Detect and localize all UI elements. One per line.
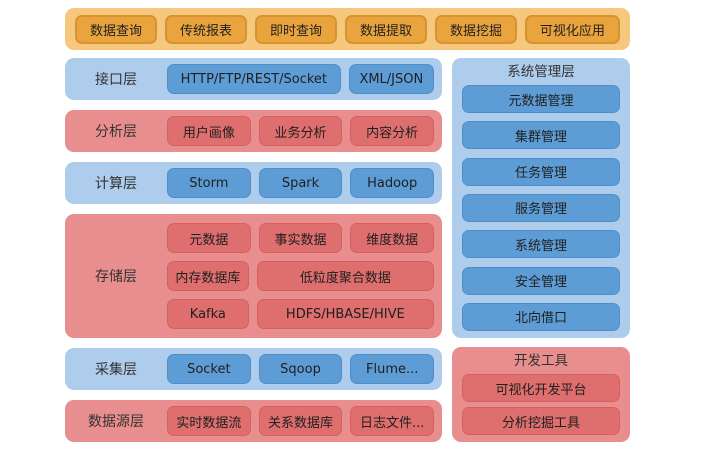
collection-layer-node-0-0: Socket <box>167 354 251 384</box>
dev-tools-panel-title: 开发工具 <box>514 353 568 369</box>
system-management-panel-node-5: 安全管理 <box>462 266 620 295</box>
system-management-panel-node-4: 系统管理 <box>462 230 620 259</box>
app-node-1: 传统报表 <box>164 14 247 44</box>
system-management-panel-node-0: 元数据管理 <box>462 85 620 113</box>
storage-layer-node-2-0: Kafka <box>167 299 249 329</box>
collection-layer-node-0-1: Sqoop <box>258 354 343 384</box>
datasource-layer-node-0-0: 实时数据流 <box>167 406 251 436</box>
datasource-layer-rows: 实时数据流关系数据库日志文件... <box>167 400 442 442</box>
storage-layer-node-1-1: 低粒度聚合数据 <box>256 261 434 291</box>
collection-layer-label: 采集层 <box>95 362 137 378</box>
dev-tools-panel-node-0: 可视化开发平台 <box>462 374 620 402</box>
app-node-2: 即时查询 <box>254 14 337 44</box>
analysis-layer-rows: 用户画像业务分析内容分析 <box>167 110 442 152</box>
storage-layer-node-2-1: HDFS/HBASE/HIVE <box>256 299 434 329</box>
analysis-layer-row-0: 用户画像业务分析内容分析 <box>167 116 435 146</box>
storage-layer-node-0-2: 维度数据 <box>350 223 435 253</box>
datasource-layer-node-0-2: 日志文件... <box>350 406 435 436</box>
system-management-panel-node-3: 服务管理 <box>462 193 620 222</box>
datasource-layer-row-0: 实时数据流关系数据库日志文件... <box>167 406 435 436</box>
computing-layer-node-0-1: Spark <box>258 168 343 198</box>
application-function-bar: 数据查询传统报表即时查询数据提取数据挖掘可视化应用 <box>65 8 630 50</box>
computing-layer-node-0-2: Hadoop <box>350 168 435 198</box>
datasource-layer: 数据源层 实时数据流关系数据库日志文件... <box>65 400 442 442</box>
system-management-panel-title: 系统管理层 <box>507 64 575 80</box>
dev-tools-panel-node-1: 分析挖掘工具 <box>462 407 620 435</box>
storage-layer-node-0-1: 事实数据 <box>258 223 343 253</box>
system-management-panel-node-2: 任务管理 <box>462 157 620 186</box>
system-management-panel-node-1: 集群管理 <box>462 121 620 150</box>
storage-layer-row-1: 内存数据库低粒度聚合数据 <box>167 261 434 291</box>
analysis-layer-node-0-0: 用户画像 <box>167 116 251 146</box>
right-panel-stack: 系统管理层元数据管理集群管理任务管理服务管理系统管理安全管理北向借口开发工具可视… <box>452 58 630 442</box>
system-management-panel-node-6: 北向借口 <box>462 302 620 331</box>
collection-layer-node-0-2: Flume... <box>350 354 435 384</box>
computing-layer-label: 计算层 <box>95 176 137 192</box>
analysis-layer-node-0-1: 业务分析 <box>258 116 343 146</box>
datasource-layer-node-0-1: 关系数据库 <box>258 406 343 436</box>
interface-layer-label: 接口层 <box>95 72 137 88</box>
analysis-layer-node-0-2: 内容分析 <box>350 116 435 146</box>
dev-tools-panel: 开发工具可视化开发平台分析挖掘工具 <box>452 347 630 442</box>
analysis-layer-label: 分析层 <box>95 124 137 140</box>
dev-tools-panel-items: 可视化开发平台分析挖掘工具 <box>462 374 620 435</box>
datasource-layer-label: 数据源层 <box>88 414 144 430</box>
app-node-5: 可视化应用 <box>524 14 620 44</box>
analysis-layer: 分析层 用户画像业务分析内容分析 <box>65 110 442 152</box>
big-data-platform-architecture-diagram: 数据查询传统报表即时查询数据提取数据挖掘可视化应用 接口层 HTTP/FTP/RE… <box>65 8 630 442</box>
app-node-0: 数据查询 <box>75 14 158 44</box>
interface-layer-node-0-1: XML/JSON <box>348 64 434 94</box>
storage-layer-label: 存储层 <box>95 269 137 285</box>
storage-layer-row-0: 元数据事实数据维度数据 <box>167 223 435 253</box>
system-management-panel: 系统管理层元数据管理集群管理任务管理服务管理系统管理安全管理北向借口 <box>452 58 630 338</box>
storage-layer-node-1-0: 内存数据库 <box>167 261 249 291</box>
system-management-panel-items: 元数据管理集群管理任务管理服务管理系统管理安全管理北向借口 <box>462 85 620 331</box>
interface-layer-node-0-0: HTTP/FTP/REST/Socket <box>167 64 341 94</box>
computing-layer-node-0-0: Storm <box>167 168 251 198</box>
storage-layer-node-0-0: 元数据 <box>167 223 251 253</box>
app-node-3: 数据提取 <box>344 14 427 44</box>
app-node-4: 数据挖掘 <box>434 14 517 44</box>
